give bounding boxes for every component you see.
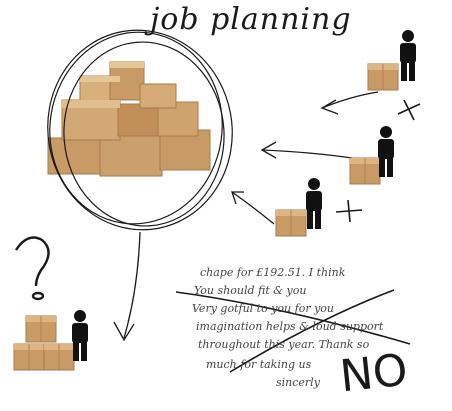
person-icon bbox=[378, 126, 394, 177]
worker-with-boxes-group bbox=[367, 30, 421, 121]
arrow-icon bbox=[231, 191, 275, 225]
note-line: throughout this year. Thank so bbox=[198, 338, 370, 351]
arrow-icon bbox=[260, 141, 353, 159]
person-icon bbox=[306, 178, 322, 229]
no-stamp: NO bbox=[337, 344, 411, 403]
note-line: imagination helps & loud support bbox=[196, 320, 384, 333]
person-icon bbox=[72, 310, 88, 361]
cardboard-box-icon bbox=[275, 209, 307, 237]
cardboard-box-stack-icon bbox=[13, 315, 75, 371]
worker-with-boxes-group bbox=[275, 178, 363, 237]
arrow-icon bbox=[320, 91, 379, 115]
cardboard-box-icon bbox=[367, 63, 399, 91]
note-line: sincerly bbox=[276, 376, 320, 389]
question-mark-icon bbox=[15, 236, 50, 301]
note-line: Very gotful to you for you bbox=[192, 302, 334, 315]
page-title: job planning bbox=[150, 2, 352, 37]
cross-mark-icon bbox=[335, 199, 363, 223]
note-strikethrough bbox=[175, 289, 411, 373]
note-line: You should fit & you bbox=[194, 284, 307, 297]
arrow-icon bbox=[113, 231, 141, 342]
cross-mark-icon bbox=[397, 99, 421, 121]
cardboard-box-icon bbox=[349, 157, 381, 185]
worker-with-boxes-group bbox=[349, 126, 394, 185]
sketch-circle bbox=[47, 29, 233, 231]
note-line: chape for £192.51. I think bbox=[200, 266, 346, 279]
person-icon bbox=[400, 30, 416, 81]
worker-with-boxes-group bbox=[13, 310, 88, 371]
cardboard-box-stack-icon bbox=[47, 61, 211, 177]
note-line: much for taking us bbox=[206, 358, 312, 371]
